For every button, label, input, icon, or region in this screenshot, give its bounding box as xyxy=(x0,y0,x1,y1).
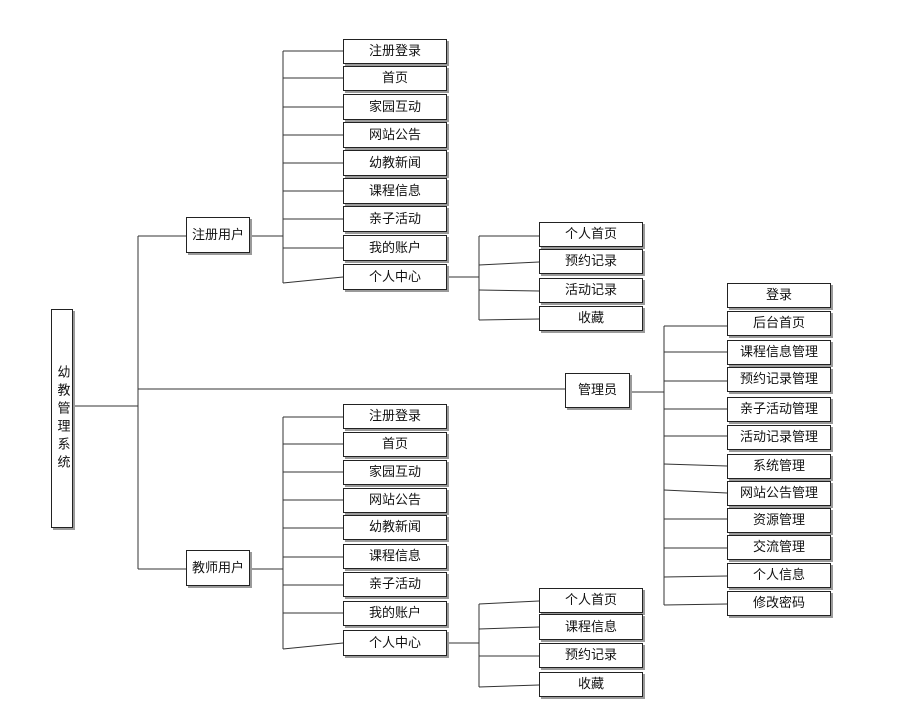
admin-item-change-password: 修改密码 xyxy=(727,591,831,616)
teacher-item-home-school-interaction: 家园互动 xyxy=(343,460,447,485)
registered-item-personal-center: 个人中心 xyxy=(343,264,447,290)
teacher-item-parent-child-activity: 亲子活动 xyxy=(343,572,447,597)
teacher-pc-booking-records: 预约记录 xyxy=(539,643,643,668)
registered-item-my-account: 我的账户 xyxy=(343,235,447,261)
admin-item-course-info-mgmt: 课程信息管理 xyxy=(727,340,831,365)
teacher-item-course-info: 课程信息 xyxy=(343,544,447,569)
registered-item-home-school-interaction: 家园互动 xyxy=(343,94,447,120)
teacher-item-home: 首页 xyxy=(343,432,447,457)
registered-item-parent-child-activity: 亲子活动 xyxy=(343,206,447,232)
teacher-pc-favorites: 收藏 xyxy=(539,672,643,697)
teacher-item-register-login: 注册登录 xyxy=(343,404,447,429)
admin-node: 管理员 xyxy=(565,373,630,408)
admin-item-login: 登录 xyxy=(727,283,831,308)
teacher-user-node: 教师用户 xyxy=(186,550,250,586)
admin-item-system-mgmt: 系统管理 xyxy=(727,454,831,479)
admin-item-parent-child-activity-mgmt: 亲子活动管理 xyxy=(727,397,831,422)
registered-pc-favorites: 收藏 xyxy=(539,306,643,331)
teacher-pc-personal-home: 个人首页 xyxy=(539,588,643,613)
root-label: 幼教管理系统 xyxy=(54,364,70,473)
admin-item-dashboard: 后台首页 xyxy=(727,311,831,336)
teacher-item-site-notice: 网站公告 xyxy=(343,488,447,513)
registered-item-home: 首页 xyxy=(343,66,447,91)
teacher-item-personal-center: 个人中心 xyxy=(343,630,447,656)
admin-item-booking-records-mgmt: 预约记录管理 xyxy=(727,367,831,392)
registered-pc-booking-records: 预约记录 xyxy=(539,249,643,274)
root-node: 幼教管理系统 xyxy=(51,309,73,528)
registered-pc-personal-home: 个人首页 xyxy=(539,222,643,247)
admin-item-site-notice-mgmt: 网站公告管理 xyxy=(727,481,831,506)
admin-item-communication-mgmt: 交流管理 xyxy=(727,535,831,560)
teacher-pc-course-info: 课程信息 xyxy=(539,614,643,640)
admin-item-resource-mgmt: 资源管理 xyxy=(727,508,831,533)
registered-item-register-login: 注册登录 xyxy=(343,39,447,64)
registered-item-course-info: 课程信息 xyxy=(343,178,447,204)
registered-user-node: 注册用户 xyxy=(186,217,250,253)
teacher-item-preschool-news: 幼教新闻 xyxy=(343,515,447,540)
admin-item-personal-info: 个人信息 xyxy=(727,563,831,588)
registered-item-preschool-news: 幼教新闻 xyxy=(343,150,447,176)
registered-item-site-notice: 网站公告 xyxy=(343,122,447,148)
teacher-item-my-account: 我的账户 xyxy=(343,601,447,626)
admin-item-activity-records-mgmt: 活动记录管理 xyxy=(727,425,831,450)
registered-pc-activity-records: 活动记录 xyxy=(539,278,643,303)
